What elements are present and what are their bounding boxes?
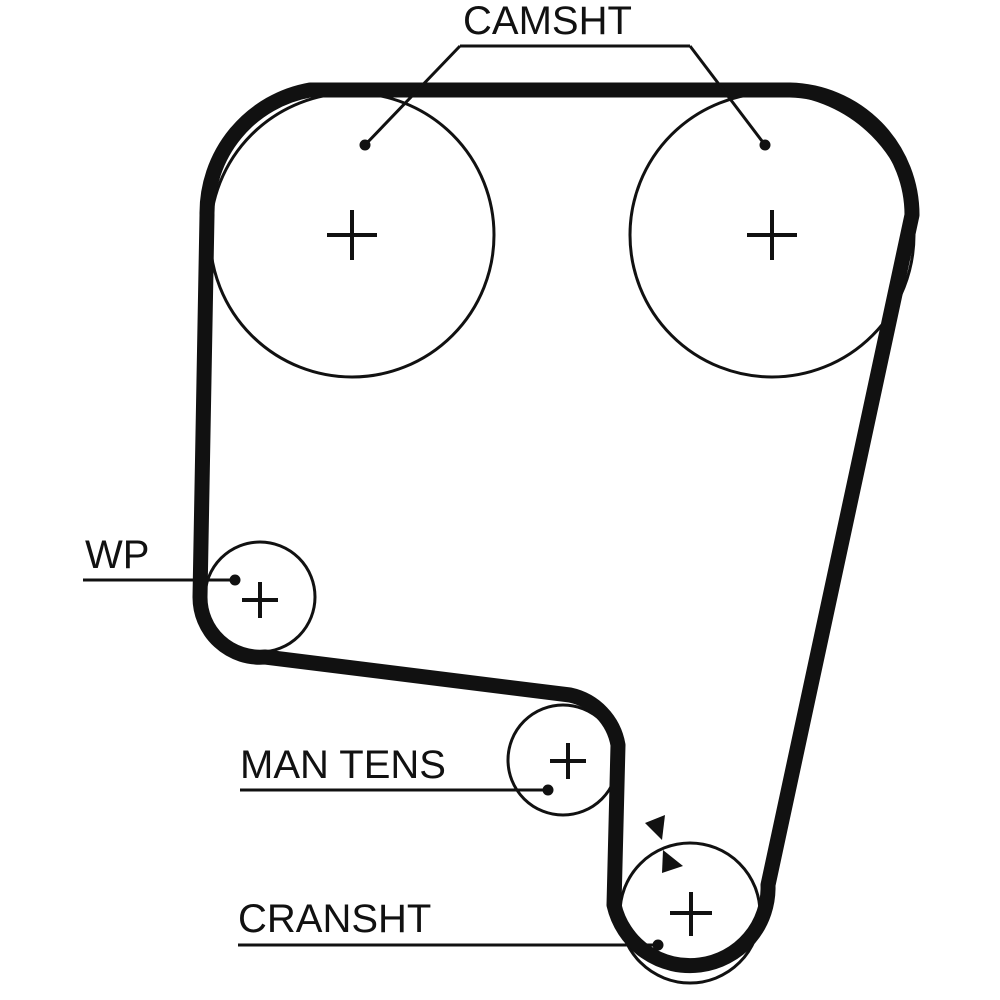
crankshaft-label: CRANSHT (238, 897, 431, 941)
timing-mark-arrow-icon (645, 815, 665, 840)
water-pump-leader (83, 574, 241, 586)
center-mark-icon (747, 210, 797, 260)
timing-mark-arrow-icon (662, 850, 683, 873)
water-pump-label: WP (85, 533, 149, 577)
crankshaft-leader (238, 939, 664, 951)
camshaft-leader (359, 44, 771, 151)
timing-belt (192, 82, 920, 974)
center-mark-icon (550, 743, 586, 779)
center-mark-icon (242, 582, 278, 618)
tensioner-label: MAN TENS (240, 743, 446, 787)
camshaft-label: CAMSHT (463, 0, 632, 43)
center-mark-icon (327, 210, 377, 260)
tensioner-leader (240, 784, 554, 796)
center-mark-icon (670, 892, 712, 936)
